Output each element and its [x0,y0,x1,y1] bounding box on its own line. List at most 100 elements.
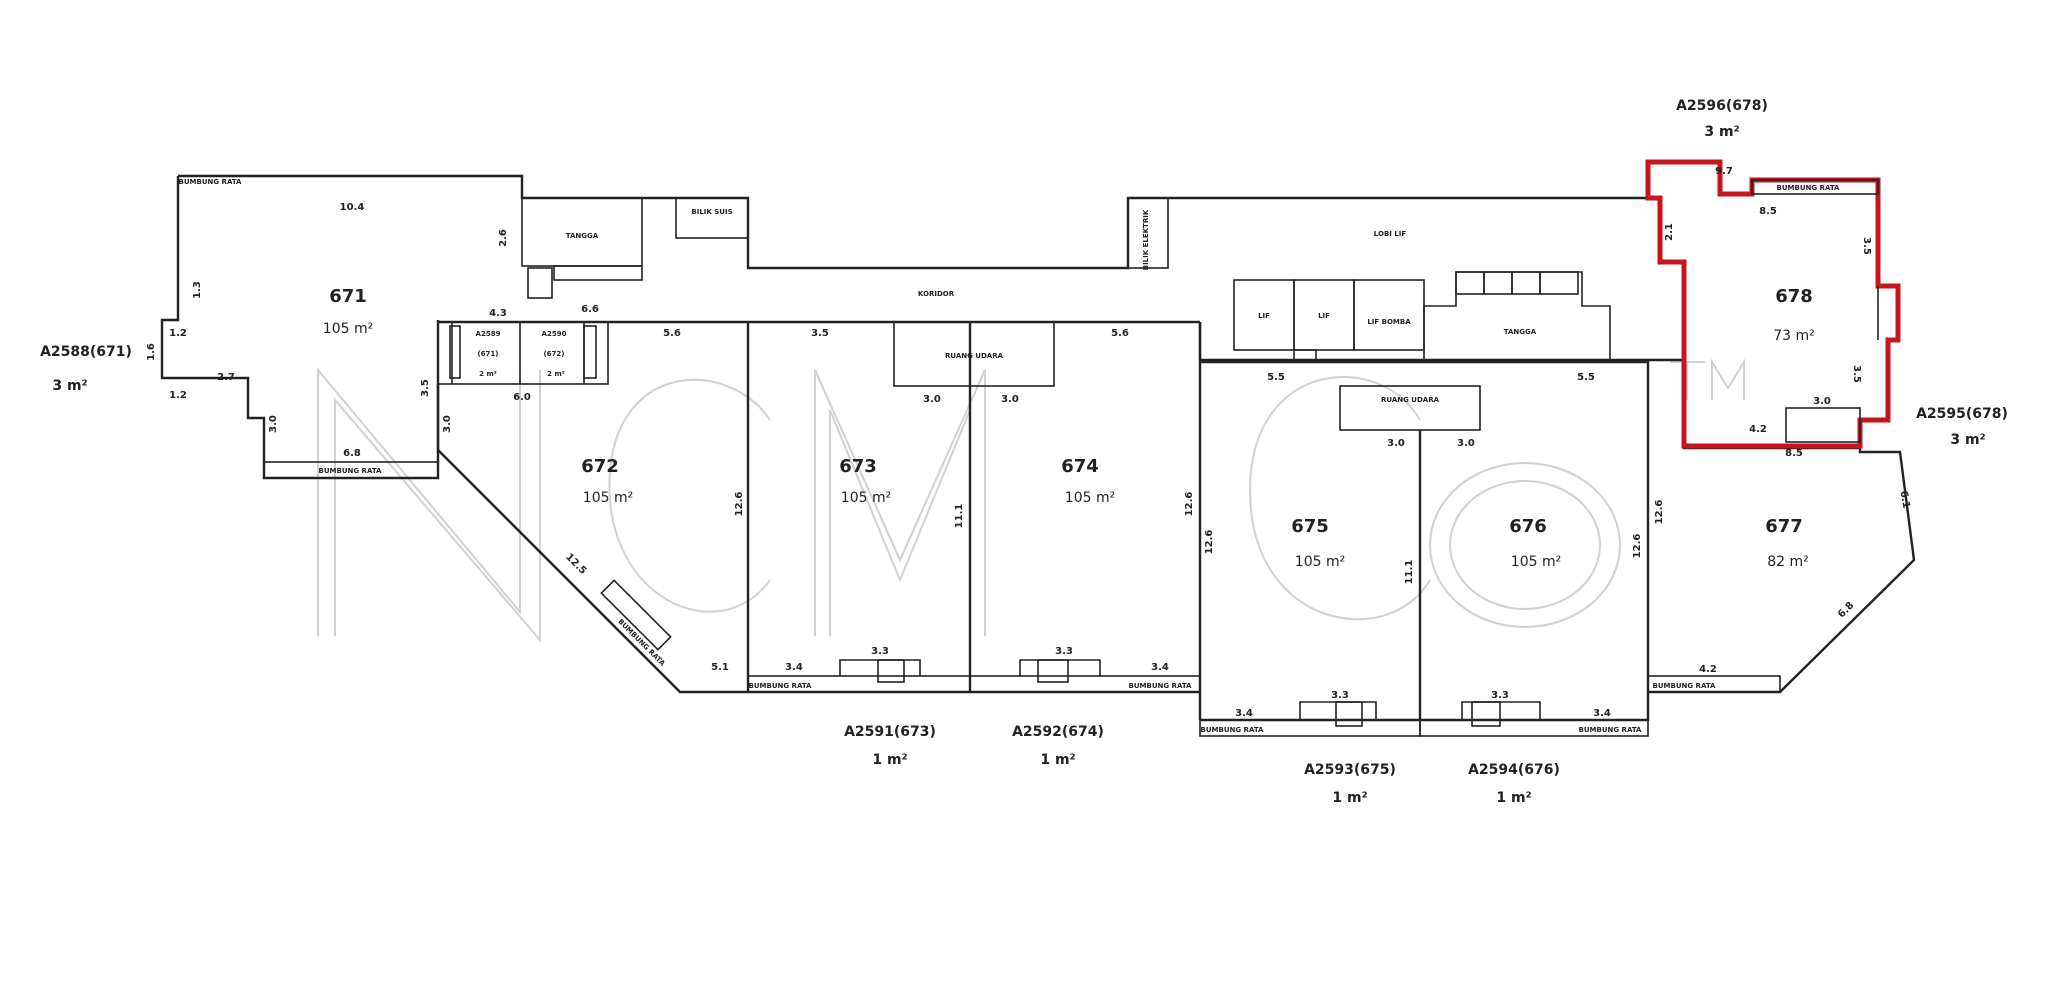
label-sub-671: (671) [477,350,498,358]
parcel-a2591-area: 1 m² [872,752,907,768]
dim-label: 3.5 [1861,237,1872,255]
label-sub-672: (672) [543,350,564,358]
parcel-a2595-code: A2595(678) [1916,406,2008,422]
dim-label: 12.6 [734,492,745,517]
dim-label: 3.5 [811,328,829,339]
dim-label: 5.5 [1267,372,1285,383]
dim-label: 3.4 [1235,708,1253,719]
unit-672-number: 672 [581,456,619,477]
dim-label: 3.0 [442,415,453,433]
dim-label: 6.1 [1898,490,1912,509]
dim-label: 8.5 [1759,206,1777,217]
parcel-a2596-area: 3 m² [1704,124,1739,140]
label-koridor: KORIDOR [918,290,955,298]
dim-label: 6.6 [581,304,599,315]
parcel-a2596-code: A2596(678) [1676,98,1768,114]
dim-label: 5.1 [711,662,729,673]
dim-label: 12.6 [1632,534,1643,559]
dim-label: 2.1 [1664,223,1675,241]
unit-671-number: 671 [329,286,367,307]
label-lobi-lif: LOBI LIF [1374,230,1407,238]
dim-label: 3.3 [871,646,889,657]
label-bumbung-678: BUMBUNG RATA [1777,184,1841,192]
dim-label: 1.6 [146,343,157,361]
unit-677-area: 82 m² [1767,554,1809,570]
parcel-a2593-area: 1 m² [1332,790,1367,806]
label-bumbung-672: BUMBUNG RATA [319,467,383,475]
dim-label: 3.0 [1457,438,1475,449]
dim-label: 1.2 [169,390,187,401]
label-lif-1: LIF [1258,312,1270,320]
dim-label: 2.6 [498,229,509,247]
dim-label: 12.5 [563,552,588,577]
dim-label: 3.0 [268,415,279,433]
unit-678-area: 73 m² [1773,328,1815,344]
label-lif-2: LIF [1318,312,1330,320]
label-bilik-suis: BILIK SUIS [691,208,732,216]
unit-673-number: 673 [839,456,877,477]
label-bumbung-675: BUMBUNG RATA [1201,726,1265,734]
label-tangga-b: TANGGA [1504,328,1537,336]
dim-label: 4.2 [1699,664,1717,675]
parcel-a2595-area: 3 m² [1950,432,1985,448]
dim-label: 3.4 [1593,708,1611,719]
dim-label: 6.8 [343,448,361,459]
unit-676-number: 676 [1509,516,1547,537]
dim-label: 3.0 [1813,396,1831,407]
dim-label: 5.5 [1577,372,1595,383]
watermark [317,358,1745,643]
label-bumbung-671: BUMBUNG RATA [179,178,243,186]
unit-677-number: 677 [1765,516,1803,537]
parcel-a2588-area: 3 m² [52,378,87,394]
units-675-676 [1199,360,1650,737]
label-sub-area-a: 2 m² [479,370,497,378]
unit-675-number: 675 [1291,516,1329,537]
external-parcels: A2588(671) 3 m² A2596(678) 3 m² A2595(67… [40,98,2008,806]
dim-label: 11.1 [1404,560,1415,585]
dim-label: 1.2 [169,328,187,339]
dim-label: 2.7 [217,372,235,383]
unit-678-number: 678 [1775,286,1813,307]
dim-label: 12.6 [1184,492,1195,517]
parcel-a2593-code: A2593(675) [1304,762,1396,778]
dim-label: 11.1 [954,504,965,529]
unit-labels: 671 105 m² 672 105 m² 673 105 m² 674 105… [323,286,1815,570]
dim-label: 3.0 [1387,438,1405,449]
units-672-674 [436,321,1202,720]
dim-label: 3.0 [1001,394,1019,405]
unit-678-highlight [1645,159,1901,449]
dim-label: 4.2 [1749,424,1767,435]
label-bumbung-674: BUMBUNG RATA [1129,682,1193,690]
unit-675-area: 105 m² [1295,554,1345,570]
label-bumbung-677: BUMBUNG RATA [1653,682,1717,690]
dim-label: 1.3 [192,281,203,299]
unit-673-area: 105 m² [841,490,891,506]
unit-674-area: 105 m² [1065,490,1115,506]
parcel-a2591-code: A2591(673) [844,724,936,740]
room-labels: KORIDOR TANGGA TANGGA LOBI LIF BILIK SUI… [179,178,1841,734]
dim-label: 12.6 [1204,530,1215,555]
dim-label: 3.0 [923,394,941,405]
unit-671-outline [160,174,1648,480]
dim-label: 3.4 [1151,662,1169,673]
dim-label: 10.4 [340,202,365,213]
parcel-a2594-area: 1 m² [1496,790,1531,806]
label-bumbung-676: BUMBUNG RATA [1579,726,1643,734]
storage-blocks [437,321,609,385]
unit-671-area: 105 m² [323,321,373,337]
label-ruang-udara-a: RUANG UDARA [945,352,1004,360]
label-tangga-a: TANGGA [566,232,599,240]
dim-label: 8.5 [1785,448,1803,459]
dim-label: 12.6 [1654,500,1665,525]
dim-label: 4.3 [489,308,507,319]
dim-label: 5.6 [663,328,681,339]
label-bilik-elektrik: BILIK ELEKTRIK [1142,209,1150,270]
label-ruang-udara-b: RUANG UDARA [1381,396,1440,404]
corridor [438,320,1648,362]
unit-676-area: 105 m² [1511,554,1561,570]
unit-672-area: 105 m² [583,490,633,506]
parcel-a2588-code: A2588(671) [40,344,132,360]
unit-674-number: 674 [1061,456,1099,477]
dim-label: 3.3 [1331,690,1349,701]
